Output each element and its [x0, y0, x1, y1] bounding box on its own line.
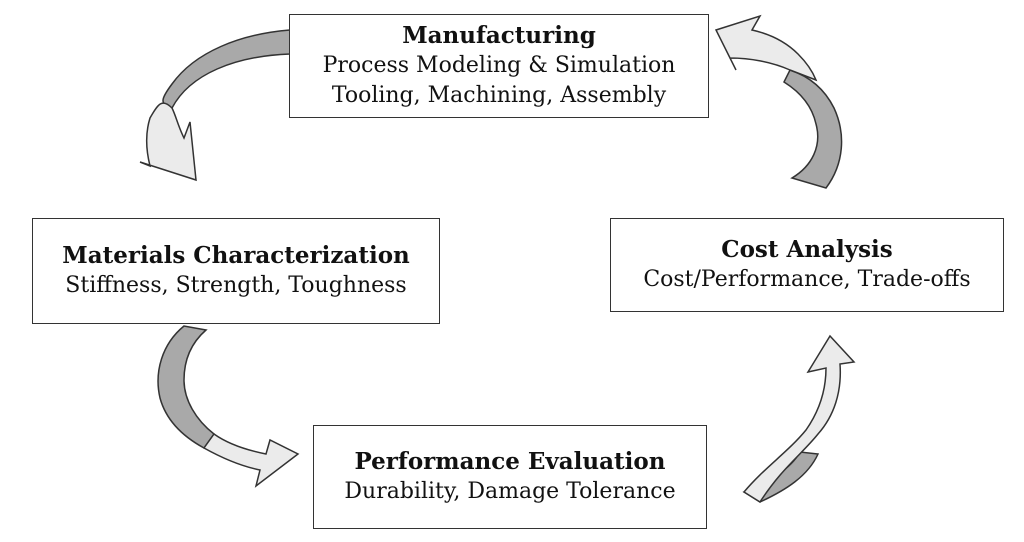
arrow-manufacturing-to-materials	[139, 29, 291, 182]
arrow-head-light	[202, 432, 300, 488]
cost-line-1: Cost/Performance, Trade-offs	[643, 267, 971, 292]
manufacturing-line-2: Tooling, Machining, Assembly	[331, 83, 667, 108]
materials-title: Materials Characterization	[62, 242, 410, 269]
performance-line-1: Durability, Damage Tolerance	[344, 479, 676, 504]
arrow-performance-to-cost	[742, 334, 856, 504]
manufacturing-line-1: Process Modeling & Simulation	[322, 53, 676, 78]
manufacturing-title: Manufacturing	[402, 22, 596, 49]
arrow-cost-to-manufacturing	[714, 14, 843, 189]
arrow-materials-to-performance	[157, 325, 300, 488]
cost-analysis-box: Cost Analysis Cost/Performance, Trade-of…	[610, 218, 1004, 312]
arrow-tail-shaded	[157, 325, 216, 449]
performance-evaluation-box: Performance Evaluation Durability, Damag…	[313, 425, 707, 529]
arrow-head-light	[139, 102, 197, 182]
arrow-tail-shaded	[162, 29, 291, 109]
manufacturing-box: Manufacturing Process Modeling & Simulat…	[289, 14, 709, 118]
arrow-tail-shaded	[783, 69, 843, 189]
materials-line-1: Stiffness, Strength, Toughness	[65, 273, 407, 298]
materials-characterization-box: Materials Characterization Stiffness, St…	[32, 218, 440, 324]
performance-title: Performance Evaluation	[354, 448, 666, 475]
arrow-head-light	[742, 334, 856, 504]
arrow-head-light	[714, 14, 818, 82]
cost-title: Cost Analysis	[721, 236, 893, 263]
